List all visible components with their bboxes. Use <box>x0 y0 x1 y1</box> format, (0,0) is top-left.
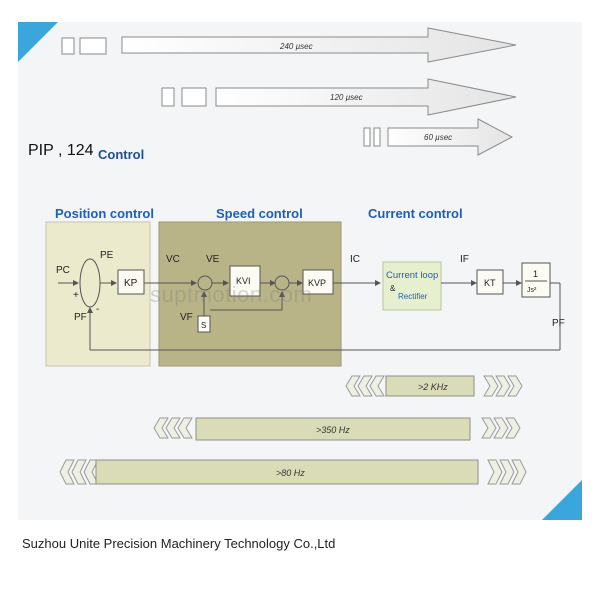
timing-marker-rect <box>79 37 107 55</box>
page-subtitle: Control <box>98 147 145 162</box>
arrow-120-usec <box>215 78 517 116</box>
kvi-block <box>229 265 261 297</box>
current-loop-rectifier: Rectifier <box>398 292 428 301</box>
timing-marker-square <box>161 87 175 107</box>
arrow-240-label: 240 µsec <box>279 42 313 51</box>
timing-marker-rect <box>181 87 207 107</box>
integrator-denominator: Js² <box>527 287 537 294</box>
s-label: S <box>201 321 206 330</box>
chevrons-right-position <box>487 459 527 485</box>
section-label-current: Current control <box>368 206 463 221</box>
bandwidth-label-current: >2 KHz <box>418 382 448 392</box>
signal-if: IF <box>460 254 469 265</box>
company-footer: Suzhou Unite Precision Machinery Technol… <box>22 536 336 551</box>
signal-ve: VE <box>206 254 220 265</box>
kp-label: KP <box>124 278 138 289</box>
bandwidth-bar-speed <box>195 417 471 441</box>
timing-marker-thin <box>363 127 371 147</box>
timing-marker-square <box>61 37 75 55</box>
signal-pe: PE <box>100 250 114 261</box>
signal-vc: VC <box>166 254 180 265</box>
signal-minus: - <box>96 304 99 315</box>
kvp-label: KVP <box>308 278 326 288</box>
kvp-block <box>302 269 334 295</box>
arrow-60-label: 60 µsec <box>424 133 452 142</box>
chevrons-left-current <box>345 375 385 397</box>
corner-accent-top-left <box>18 22 58 62</box>
bandwidth-label-position: >80 Hz <box>276 468 305 478</box>
integrator-numerator: 1 <box>533 269 538 279</box>
watermark: suptmotion.com <box>150 282 313 307</box>
kt-block <box>476 269 504 295</box>
signal-ic: IC <box>350 254 360 265</box>
kvi-label: KVI <box>236 276 251 286</box>
bandwidth-bar-position <box>95 459 479 485</box>
arrow-120-label: 120 µsec <box>330 93 363 102</box>
signal-pf-left: PF <box>74 312 87 323</box>
current-loop-block <box>382 261 442 311</box>
chevrons-left-position <box>59 459 99 485</box>
chevrons-right-current <box>483 375 523 397</box>
current-loop-label: Current loop <box>386 270 438 281</box>
kt-label: KT <box>484 278 496 288</box>
arrow-60-usec <box>387 118 514 156</box>
signal-vf: VF <box>180 312 193 323</box>
signal-plus: + <box>73 290 79 301</box>
bandwidth-label-speed: >350 Hz <box>316 425 350 435</box>
section-label-speed: Speed control <box>216 206 303 221</box>
corner-accent-bottom-right <box>542 480 582 520</box>
bandwidth-bar-current <box>385 375 475 397</box>
current-loop-amp: & <box>390 284 396 293</box>
signal-pf-right: PF <box>552 318 565 329</box>
signal-pc: PC <box>56 265 70 276</box>
section-label-position: Position control <box>55 206 154 221</box>
arrow-240-usec <box>121 27 517 63</box>
kp-block <box>117 269 145 295</box>
page-title: PIP , 124 <box>28 142 94 159</box>
chevrons-left-speed <box>153 417 193 439</box>
integrator-block <box>521 262 551 298</box>
timing-marker-thin <box>373 127 381 147</box>
chevrons-right-speed <box>481 417 521 439</box>
